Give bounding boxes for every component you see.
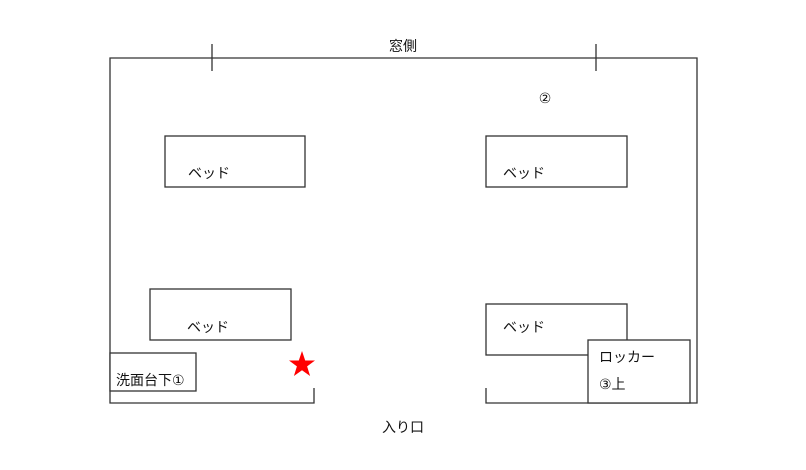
star-icon xyxy=(289,351,315,376)
sink: 洗面台下① xyxy=(109,352,197,392)
bed-label: ベッド xyxy=(503,166,545,182)
window-side-label: 窓側 xyxy=(389,38,417,55)
locker: ロッカー ③上 xyxy=(587,339,691,404)
sink-label: 洗面台下① xyxy=(116,373,185,389)
bed-label: ベッド xyxy=(503,320,545,336)
bed-top-right: ベッド xyxy=(485,135,628,188)
bed-label: ベッド xyxy=(187,320,229,336)
marker-2-label: ② xyxy=(539,91,552,107)
bed-label: ベッド xyxy=(188,166,230,182)
bed-bottom-left: ベッド xyxy=(149,288,292,341)
bed-bottom-right: ベッド xyxy=(485,303,628,356)
locker-label: ロッカー xyxy=(599,350,655,366)
bed-top-left: ベッド xyxy=(164,135,306,188)
locker-position-label: ③上 xyxy=(599,377,626,393)
entrance-label: 入り口 xyxy=(382,420,424,436)
room-walls xyxy=(109,44,698,404)
